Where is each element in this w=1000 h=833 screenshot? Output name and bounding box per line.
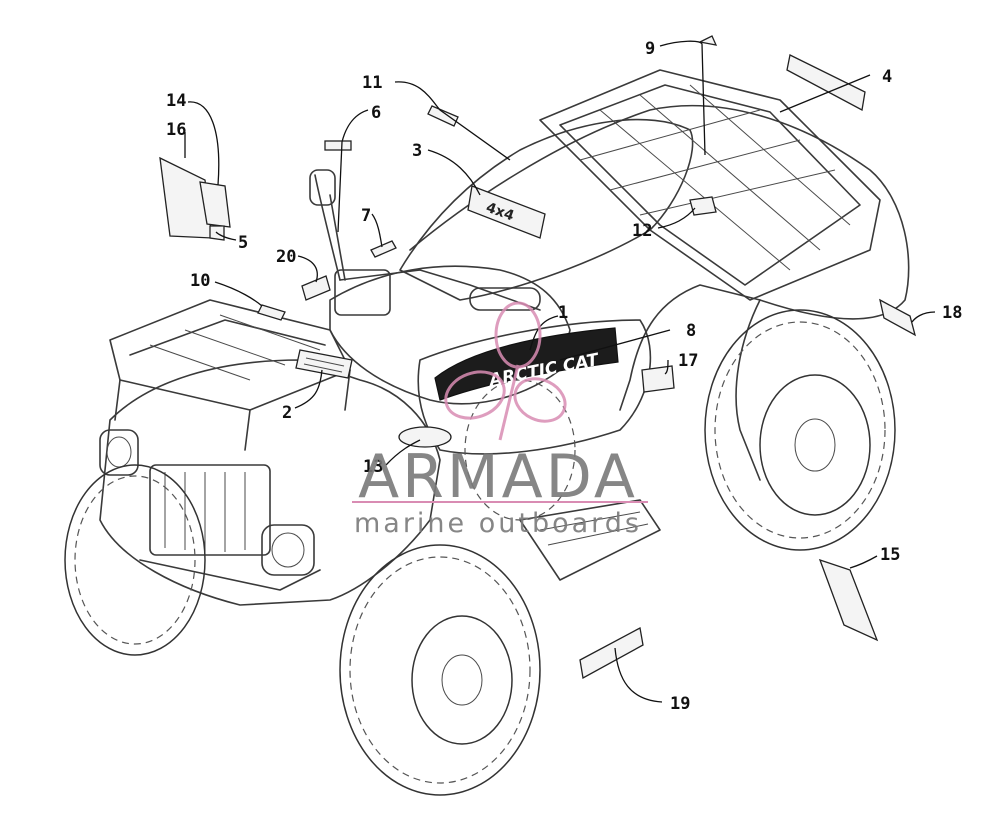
callout-2: 2	[282, 403, 292, 423]
rear-right-wheel	[704, 309, 896, 551]
watermark: ARMADA marine outboards	[352, 301, 648, 539]
callout-6: 6	[371, 103, 381, 123]
callout-18: 18	[942, 303, 962, 323]
decal-9[interactable]	[697, 35, 718, 46]
rear-rack	[539, 69, 881, 301]
decal-12[interactable]	[689, 196, 717, 216]
callout-4: 4	[882, 67, 892, 87]
front-right-wheel	[339, 544, 541, 796]
middle-wheel	[464, 379, 576, 521]
callout-15: 15	[880, 545, 900, 565]
callout-17: 17	[678, 351, 698, 371]
decal-7[interactable]	[370, 240, 397, 258]
callout-8: 8	[686, 321, 696, 341]
decal-18[interactable]	[879, 298, 917, 337]
decal-20[interactable]	[301, 275, 331, 301]
callout-20: 20	[276, 247, 296, 267]
callout-10: 10	[190, 271, 210, 291]
watermark-title: ARMADA	[358, 442, 638, 512]
callout-3: 3	[412, 141, 422, 161]
callout-1: 1	[558, 303, 568, 323]
callout-11: 11	[362, 73, 382, 93]
callout-13: 13	[363, 457, 383, 477]
callout-19: 19	[670, 694, 690, 714]
front-rack	[109, 299, 351, 451]
decal-6[interactable]	[324, 140, 352, 151]
front-left-wheel	[64, 464, 206, 656]
decal-13[interactable]	[398, 426, 452, 448]
decal-3[interactable]	[467, 185, 546, 239]
decal-10[interactable]	[257, 304, 286, 321]
callout-5: 5	[238, 233, 248, 253]
callout-7: 7	[361, 206, 371, 226]
callout-12: 12	[632, 221, 652, 241]
decal-4[interactable]	[786, 54, 866, 111]
atv-body-outline	[99, 104, 910, 606]
decal-15[interactable]	[818, 558, 879, 642]
decal-parts: 4x4 ARCTIC CAT	[159, 35, 917, 680]
callout-9: 9	[645, 39, 655, 59]
callout-14: 14	[166, 91, 186, 111]
decal-17[interactable]	[641, 365, 675, 393]
decal-19[interactable]	[579, 627, 644, 680]
decal-14[interactable]	[199, 181, 231, 228]
watermark-subtitle: marine outboards	[354, 508, 642, 539]
decal-11[interactable]	[427, 105, 459, 127]
leader-lines	[184, 40, 936, 703]
watermark-anchor-logo	[444, 301, 567, 441]
callout-16: 16	[166, 120, 186, 140]
callout-numbers: 1 2 3 4 5 6 7 8 9 10 11 12 13 14 15 16 1…	[166, 39, 962, 714]
